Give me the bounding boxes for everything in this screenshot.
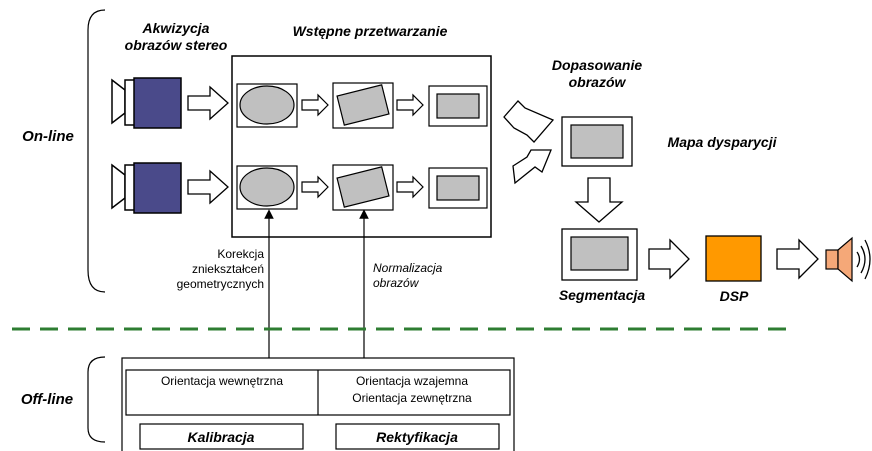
offline-label: Off-line [21, 391, 73, 408]
camera-icon [111, 77, 182, 129]
arrow-icon [503, 100, 555, 143]
kalibracja-box [139, 423, 304, 450]
orientacja-wewnetrzna-label: Orientacja wewnętrzna [161, 374, 283, 388]
arrow-icon [187, 85, 229, 121]
image-ellipse [239, 167, 295, 207]
offline-brace [87, 356, 106, 443]
arrow-icon [301, 175, 329, 199]
akwizycja-label-1: Akwizycja [142, 20, 210, 36]
rektyfikacja-box [335, 423, 500, 450]
image-normalized [436, 175, 480, 201]
kalibracja-label: Kalibracja [188, 429, 255, 445]
korekcja-label-1: Korekcja [217, 247, 264, 261]
korekcja-label-2: zniekształceń [192, 262, 264, 276]
dsp-box [705, 235, 762, 282]
segmentation-image [570, 236, 629, 271]
orientacja-zewnetrzna-label: Orientacja zewnętrzna [352, 391, 472, 405]
arrow-icon [187, 169, 229, 205]
arrow-icon [396, 93, 424, 117]
online-label: On-line [22, 128, 74, 145]
arrow-icon [574, 177, 624, 223]
rektyfikacja-label: Rektyfikacja [376, 429, 458, 445]
orientacja-wzajemna-label: Orientacja wzajemna [356, 374, 468, 388]
segmentacja-label: Segmentacja [559, 287, 646, 303]
mapa-label: Mapa dysparycji [668, 134, 778, 150]
normalizacja-label-2: obrazów [373, 276, 420, 290]
korekcja-label-3: geometrycznych [177, 277, 264, 291]
camera-icon [111, 162, 182, 214]
image-rotated [336, 166, 390, 208]
arrow-icon [648, 238, 690, 280]
wstepne-label: Wstępne przetwarzanie [293, 23, 448, 39]
disparity-map-image [570, 124, 624, 159]
image-rotated [336, 84, 390, 126]
arrow-icon [301, 93, 329, 117]
akwizycja-label-2: obrazów stereo [125, 37, 228, 53]
dopasowanie-label-2: obrazów [569, 74, 627, 90]
image-normalized [436, 93, 480, 119]
normalizacja-label-1: Normalizacja [373, 261, 443, 275]
dopasowanie-label-1: Dopasowanie [552, 57, 642, 73]
online-brace [87, 9, 106, 293]
speaker-icon [825, 236, 871, 283]
image-ellipse [239, 85, 295, 125]
arrow-icon [512, 149, 552, 185]
arrow-icon [396, 175, 424, 199]
dsp-label: DSP [720, 288, 749, 304]
arrow-icon [776, 238, 819, 280]
